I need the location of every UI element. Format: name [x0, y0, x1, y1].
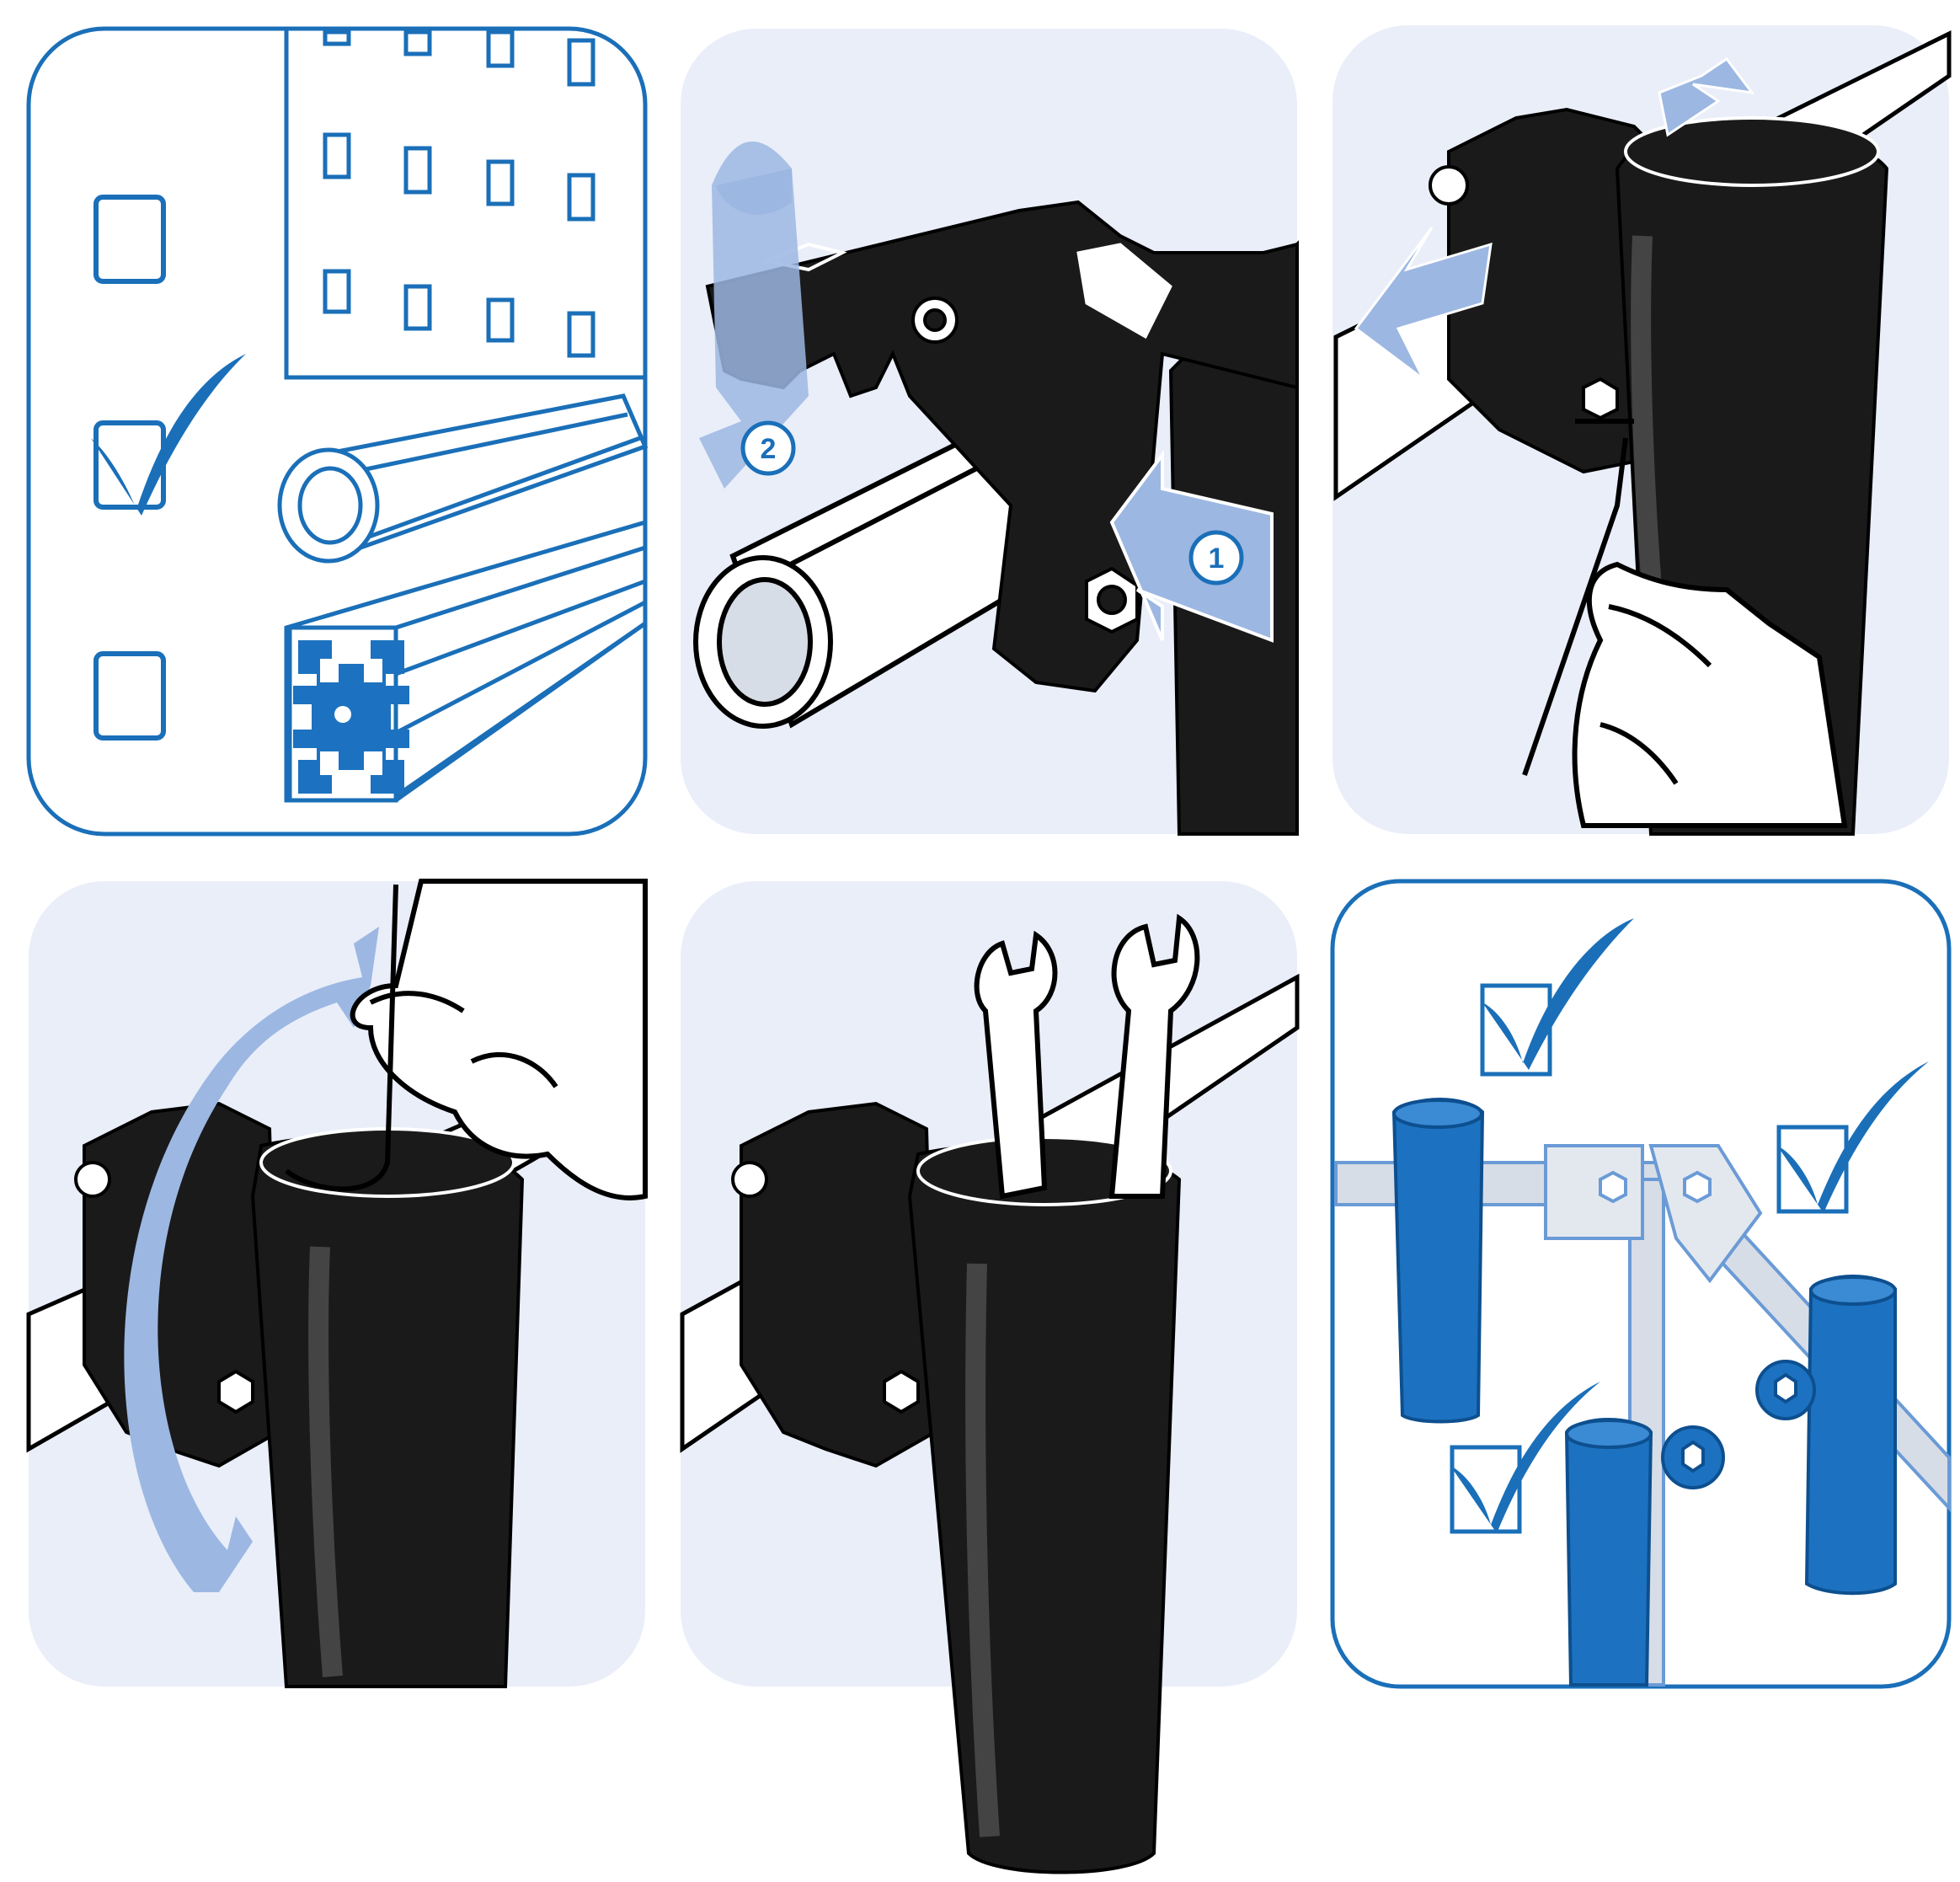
- checkbox-unchecked: [93, 195, 166, 284]
- rotate-arrow-icon: [124, 927, 379, 1592]
- panel-mounted-on-frame: [1330, 879, 1952, 1689]
- round-tube-illustration: [277, 393, 649, 564]
- blue-holder-illustration: [1755, 1275, 1897, 1596]
- blue-holder-illustration: [1564, 1418, 1725, 1687]
- holder-illustration: [731, 1101, 1182, 1874]
- connector-illustration: [1544, 1144, 1763, 1284]
- panel-rotate-holder: [26, 879, 648, 1688]
- wrench-icon: [1108, 913, 1200, 1199]
- checked-checkbox-icon: [1776, 1061, 1929, 1214]
- aluminium-profile-illustration: [284, 519, 648, 803]
- step-number: 2: [761, 433, 777, 465]
- step-number: 1: [1209, 543, 1225, 575]
- panel-compatibility: [26, 26, 649, 837]
- push-arrow-icon: 1: [1109, 450, 1274, 643]
- checked-checkbox-icon: [1450, 1382, 1600, 1534]
- tube-illustration: [693, 409, 1022, 729]
- panel-store-tools: [680, 881, 1300, 1874]
- wrench-icon: [974, 930, 1058, 1200]
- panel-slide-and-tighten: [1332, 25, 1952, 836]
- blue-holder-illustration: [1391, 1098, 1485, 1424]
- curved-arrow-icon: 2: [699, 141, 809, 489]
- double-arrow-icon: [1354, 56, 1755, 381]
- checkbox-unchecked: [93, 651, 166, 741]
- hex-key-icon: [1522, 419, 1634, 776]
- checkmark-icon: [91, 354, 246, 516]
- checked-checkbox-icon: [1480, 918, 1634, 1077]
- hex-key-icon: [285, 884, 398, 1192]
- perforated-panel-illustration: [284, 29, 645, 380]
- panel-attach-to-tube: 1 2: [681, 29, 1299, 836]
